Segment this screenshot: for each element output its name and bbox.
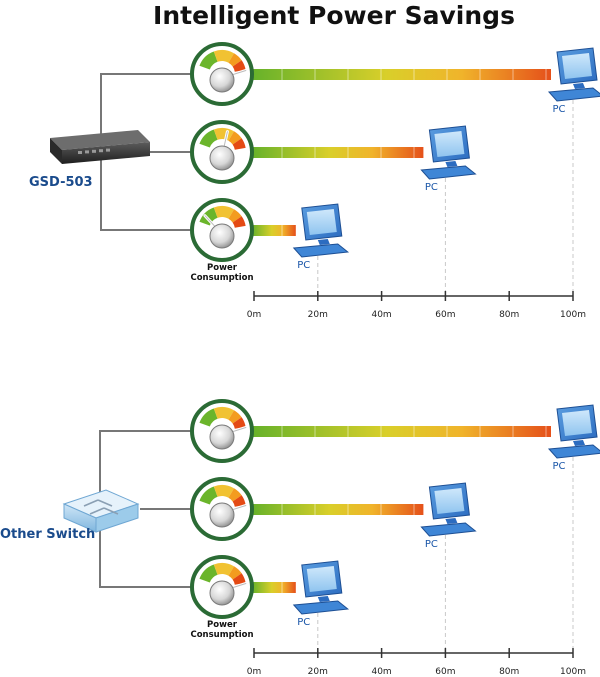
gauge-knob	[209, 502, 235, 528]
power-label-line2: Consumption	[190, 273, 253, 283]
power-label-line1: Power	[207, 263, 238, 273]
axis-tick-label: 100m	[560, 667, 586, 677]
distance-axis: 0m 20m 40m 60m 80m 100m	[247, 291, 586, 320]
axis-tick-label: 80m	[499, 667, 519, 677]
page-title: Intelligent Power Savings	[153, 1, 515, 30]
pc-icon	[547, 404, 600, 459]
axis-tick-label: 20m	[308, 667, 328, 677]
power-label-line2: Consumption	[190, 630, 253, 640]
cable-bar	[252, 582, 296, 593]
axis-tick-label: 20m	[308, 310, 328, 320]
pc-label: PC	[425, 182, 438, 193]
gauge-knob	[209, 223, 235, 249]
axis-tick-label: 40m	[371, 310, 391, 320]
managed-switch-icon	[50, 130, 150, 164]
power-gauge-icon	[190, 399, 254, 463]
gauge-knob	[209, 580, 235, 606]
pc-icon	[420, 125, 477, 180]
switch-label: GSD-503	[29, 175, 93, 190]
cable-bar	[252, 69, 551, 80]
cable-bar	[252, 147, 424, 158]
axis-tick-label: 80m	[499, 310, 519, 320]
power-gauge-icon	[190, 42, 254, 106]
axis-tick-label: 60m	[435, 667, 455, 677]
pc-icon	[292, 560, 350, 615]
power-gauge-icon	[190, 198, 254, 262]
power-gauge-icon	[190, 555, 254, 619]
axis-tick-label: 100m	[560, 310, 586, 320]
pc-label: PC	[297, 260, 310, 271]
cable-bar	[252, 504, 424, 515]
generic-switch-icon	[62, 489, 140, 533]
pc-icon	[420, 482, 477, 537]
switch-label: Other Switch	[0, 527, 95, 542]
distance-axis: 0m 20m 40m 60m 80m 100m	[247, 648, 586, 677]
pc-icon	[547, 47, 600, 102]
pc-icon	[292, 203, 350, 258]
axis-tick-label: 0m	[247, 310, 262, 320]
axis-tick-label: 0m	[247, 667, 262, 677]
pc-label: PC	[552, 461, 565, 472]
axis-tick-label: 60m	[435, 310, 455, 320]
power-label-line1: Power	[207, 620, 238, 630]
gauge-knob	[209, 145, 235, 171]
gauge-knob	[209, 67, 235, 93]
pc-label: PC	[425, 539, 438, 550]
gauge-knob	[209, 424, 235, 450]
pc-label: PC	[297, 617, 310, 628]
power-gauge-icon	[190, 120, 254, 184]
switch-uplinks	[99, 430, 192, 588]
power-gauge-icon	[190, 477, 254, 541]
axis-tick-label: 40m	[371, 667, 391, 677]
cable-bar	[252, 225, 296, 236]
cable-bar	[252, 426, 551, 437]
pc-label: PC	[552, 104, 565, 115]
